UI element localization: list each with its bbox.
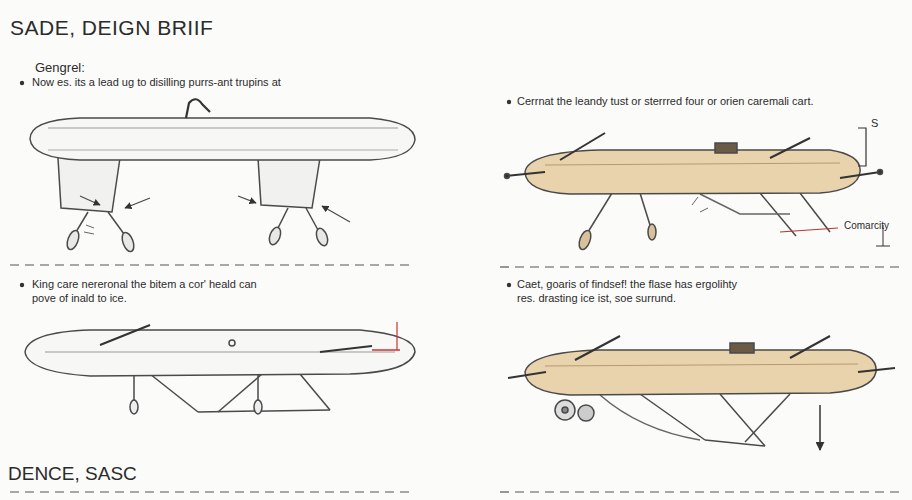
footer-heading: DENCE, SASC [8,462,137,487]
board-sketch-1 [30,99,415,253]
callout-label: Comarcity [844,219,889,232]
dashed-rules [10,265,905,492]
callout-letter: S [871,116,878,130]
hull-sketch-2 [505,128,891,251]
section-heading: Gengrel: [35,60,85,77]
sheet-title: SADE, DEIGN BRIIF [10,14,213,41]
bullet-dots [20,81,511,287]
board-sketch-3 [25,322,415,414]
note-text: Caet, goaris of findsef! the flase has e… [517,277,742,306]
note-text: Now es. its a lead ug to disilling purrs… [32,75,281,89]
hull-sketch-4 [508,336,895,450]
note-text: King care nereronal the bitem a cor' hea… [32,277,277,306]
note-text: Cerrnat the leandy tust or sterrred four… [517,94,817,108]
